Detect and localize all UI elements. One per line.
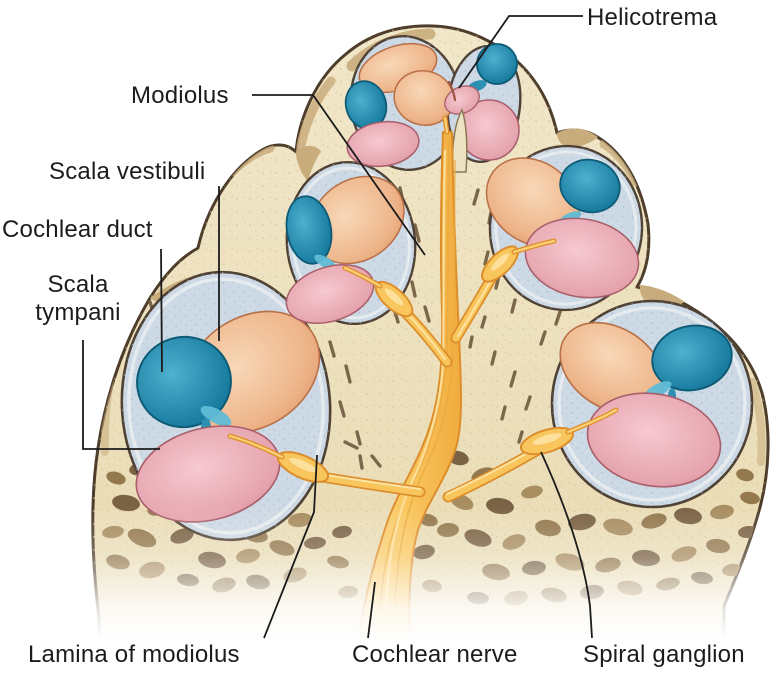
cochlear-duct-middle-right (559, 158, 621, 214)
basal-turn-left (120, 270, 332, 542)
modiolus-leader-line (252, 94, 426, 256)
label-cochlear-duct: Cochlear duct (2, 216, 153, 243)
bottom-fade (0, 505, 777, 673)
middle-turn-right (485, 144, 644, 312)
basal-turn-right (550, 299, 754, 509)
leader-lines (82, 15, 593, 639)
cochlear-duct-middle-left (285, 195, 333, 265)
label-helicotrema: Helicotrema (587, 4, 718, 31)
label-scala-vestibuli: Scala vestibuli (49, 158, 206, 185)
helicotrema-notch (447, 80, 457, 102)
label-modiolus: Modiolus (131, 82, 229, 109)
scala-tympani-apex (346, 120, 420, 168)
cochlear-duct-leader-line (160, 248, 163, 373)
lamina-of-modiolus-plates (227, 115, 619, 460)
label-cochlear-nerve: Cochlear nerve (352, 641, 518, 668)
scala-tympani-leader-line (82, 340, 160, 450)
label-scala-tympani: Scala tympani (35, 271, 121, 326)
cochlear-nerve-leader-line (367, 581, 376, 639)
lamina-of-modiolus-leader-line (263, 454, 318, 639)
scala-tympani-basal-right (586, 392, 722, 488)
spiral-ganglion-leader-line (540, 451, 593, 639)
helicotrema-leader-line (458, 15, 583, 89)
apical-turn (344, 35, 522, 173)
cochlear-duct-basal-left (136, 335, 232, 429)
cochlear-duct-basal-right (651, 324, 733, 392)
label-lamina-of-modiolus: Lamina of modiolus (28, 641, 240, 668)
label-spiral-ganglion: Spiral ganglion (583, 641, 745, 668)
